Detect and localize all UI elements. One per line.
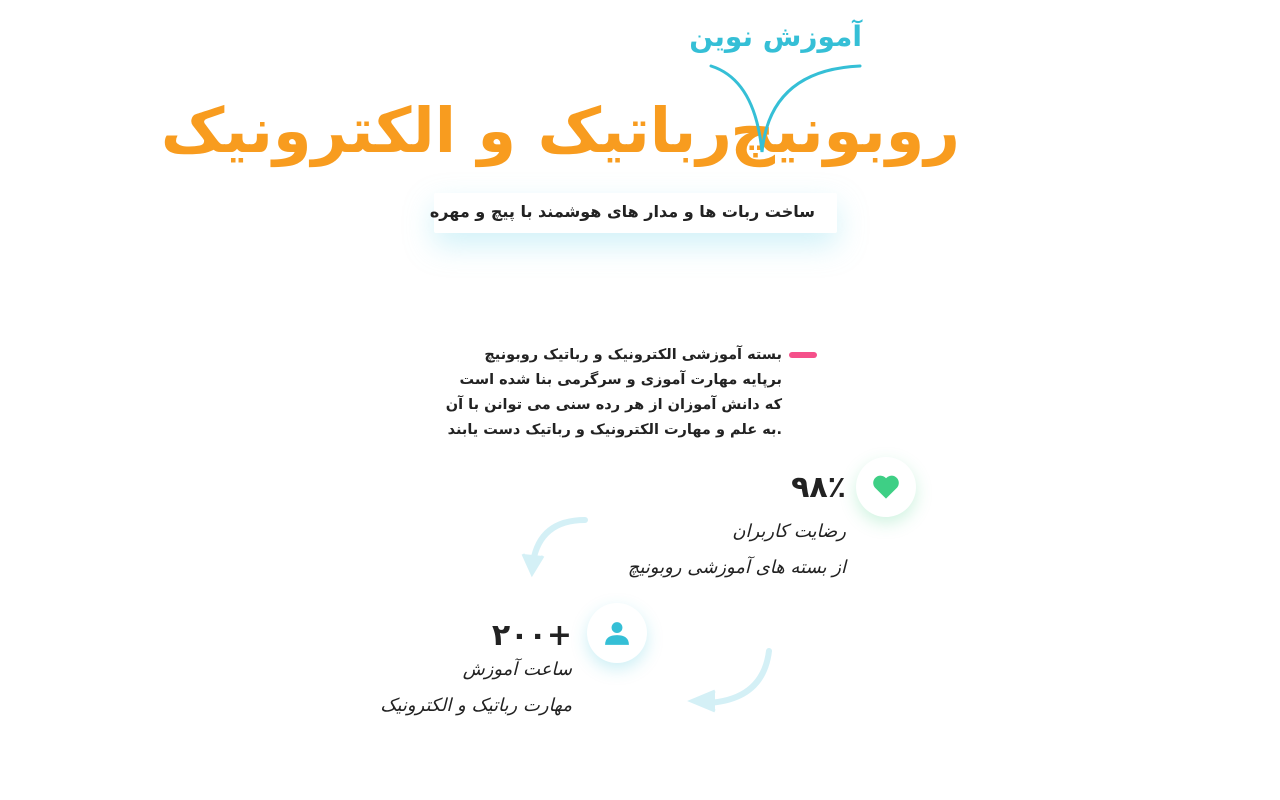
- stat-value: ۹۸٪: [791, 470, 846, 505]
- stat-value: +۲۰۰: [491, 618, 572, 653]
- curved-arrow-icon: [521, 517, 588, 578]
- brand-title: روبونیچ: [730, 94, 961, 167]
- stat-line: رضایت کاربران: [732, 521, 846, 542]
- stat-line: مهارت رباتیک و الکترونیک: [380, 695, 572, 716]
- intro-line: که دانش آموزان از هر رده سنی می توانن با…: [445, 397, 782, 413]
- heart-badge: [856, 457, 916, 517]
- tagline: آموزش نوین: [689, 20, 862, 53]
- user-badge: [587, 603, 647, 663]
- user-icon: [605, 622, 629, 645]
- stat-line: ساعت آموزش: [462, 659, 572, 680]
- stat-line: از بسته های آموزشی روبونیچ: [627, 557, 846, 578]
- subtitle: ساخت ربات ها و مدار های هوشمند با پیچ و …: [429, 202, 815, 221]
- stat-caption: رضایت کاربران از بسته های آموزشی روبونیچ: [628, 514, 846, 586]
- accent-bar: [789, 352, 817, 358]
- intro-text: بسته آموزشی الکترونیک و رباتیک روبونیچ ب…: [446, 343, 782, 443]
- intro-line: برپایه مهارت آموزی و سرگرمی بنا شده است: [459, 372, 783, 388]
- main-title: رباتیک و الکترونیک: [160, 94, 733, 167]
- intro-line: بسته آموزشی الکترونیک و رباتیک روبونیچ: [484, 347, 782, 363]
- curved-arrow-icon: [687, 648, 772, 713]
- subtitle-box: ساخت ربات ها و مدار های هوشمند با پیچ و …: [430, 193, 837, 233]
- heart-icon: [873, 475, 899, 499]
- stat-caption: ساعت آموزش مهارت رباتیک و الکترونیک: [380, 652, 572, 724]
- intro-line: .به علم و مهارت الکترونیک و رباتیک دست ی…: [447, 422, 782, 438]
- tagline-connector: [709, 64, 862, 153]
